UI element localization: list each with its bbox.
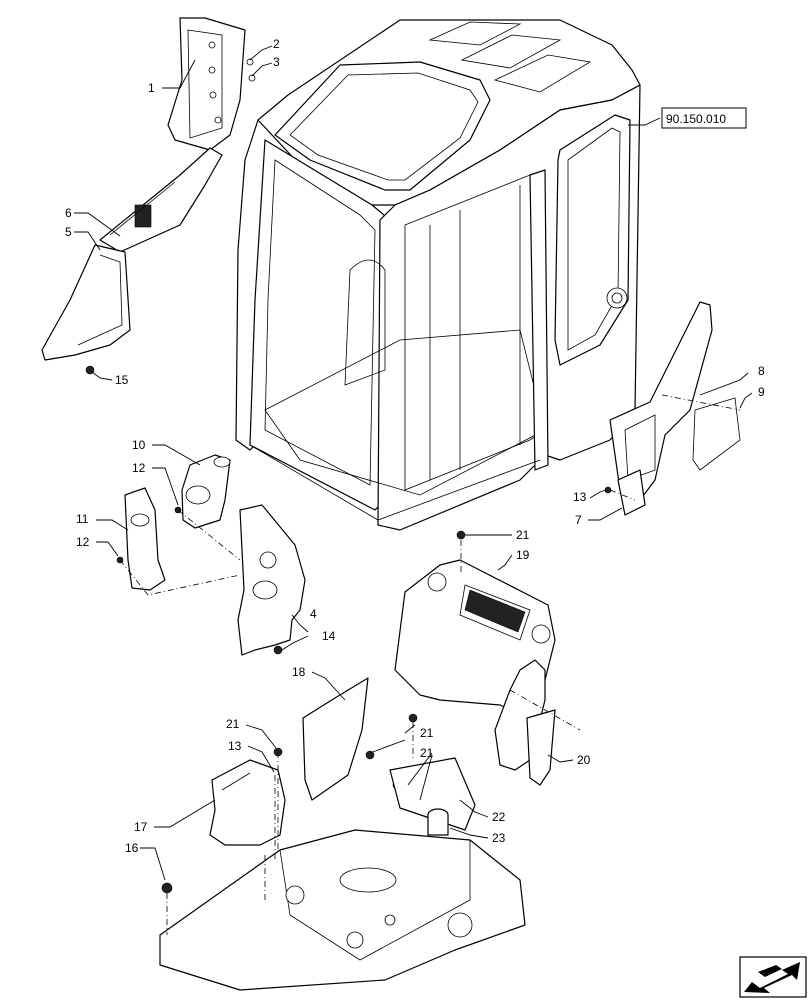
callout-16: 16: [125, 841, 139, 855]
part-9-seal: [692, 397, 741, 471]
callout-5: 5: [65, 225, 72, 239]
callout-21-left: 21: [226, 717, 240, 731]
callout-21-lower: 21: [420, 746, 434, 760]
part-16-bolt: [161, 882, 173, 894]
part-7-bracket: [617, 469, 646, 516]
part-17-lower-duct: [209, 759, 286, 846]
callout-15: 15: [115, 373, 129, 387]
part-5-side-trim: [41, 244, 131, 361]
part-18-panel: [302, 677, 369, 801]
assembly-lines: [119, 394, 741, 935]
floor-plate: [159, 829, 526, 991]
callout-9: 9: [758, 385, 765, 399]
callout-1: 1: [148, 81, 155, 95]
callout-23: 23: [492, 831, 506, 845]
callout-12-upper: 12: [132, 461, 146, 475]
leader-lines: [74, 45, 753, 881]
callout-10: 10: [132, 438, 146, 452]
part-4-duct-panel: [237, 504, 306, 656]
callout-17: 17: [134, 820, 148, 834]
callout-19: 19: [516, 548, 530, 562]
part-20-side-cover: [494, 659, 556, 786]
part-23-cup-holder: [427, 808, 449, 836]
arrow-icon[interactable]: [739, 956, 807, 998]
part-21-bolt-center: [365, 750, 375, 760]
cab-frame: [235, 19, 641, 531]
callout-12-lower: 12: [76, 535, 90, 549]
callout-22: 22: [492, 810, 506, 824]
callout-14: 14: [322, 629, 336, 643]
callout-13-right: 13: [573, 490, 587, 504]
callout-21-top: 21: [516, 528, 530, 542]
part-6-switch-panel: [99, 147, 223, 253]
callout-11: 11: [76, 512, 89, 526]
part-21-bolt-top: [456, 530, 466, 540]
part-14-nut: [273, 645, 283, 655]
reference-box: 90.150.010: [628, 107, 747, 129]
callout-6: 6: [65, 206, 72, 220]
callout-3: 3: [273, 55, 280, 69]
callout-18: 18: [292, 665, 306, 679]
callout-4: 4: [310, 607, 317, 621]
callout-20: 20: [577, 753, 591, 767]
part-21-bolt-mid: [408, 713, 418, 723]
callout-8: 8: [758, 364, 765, 378]
reference-number: 90.150.010: [666, 112, 726, 126]
part-10-air-duct: [181, 454, 231, 529]
callout-labels: 1 2 3 4 5 6 7 8 9 10 11 12 12 13 13 14 1…: [65, 37, 765, 855]
part-11-small-duct: [124, 487, 166, 591]
part-1-pillar-trim: [167, 17, 246, 151]
callout-21-mid: 21: [420, 726, 434, 740]
callout-7: 7: [575, 513, 582, 527]
callout-13-left: 13: [228, 739, 242, 753]
part-22-bracket: [389, 757, 476, 831]
part-3-clip: [248, 74, 256, 82]
vent-grille: [464, 589, 526, 633]
part-2-screw: [246, 58, 254, 66]
callout-2: 2: [273, 37, 280, 51]
